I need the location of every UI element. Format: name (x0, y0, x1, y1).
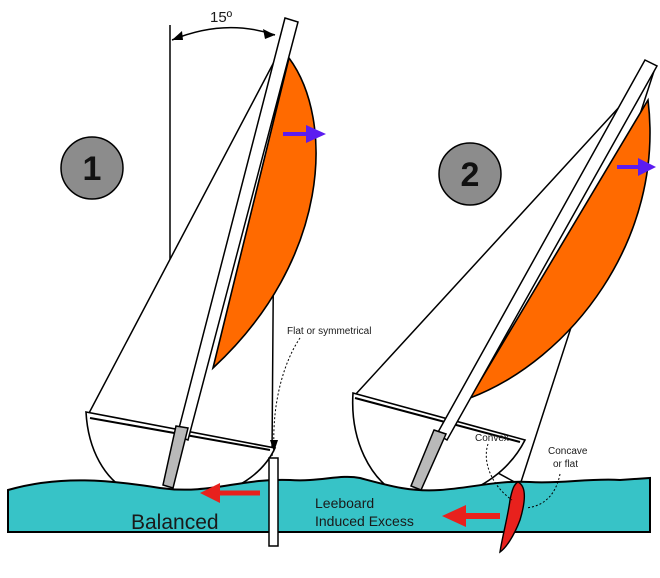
convex-callout-leader (485, 443, 513, 501)
boat-2-mast (435, 59, 659, 442)
boat-2-boom (354, 397, 521, 443)
angle-arc (171, 26, 276, 41)
boat-1-centerboard (162, 425, 189, 489)
leeboard-caption-line-1: Leeboard (315, 495, 374, 511)
boat-2-mainsail (468, 97, 651, 400)
balanced-caption: Balanced (131, 511, 219, 534)
boat-2-leeboard (499, 481, 525, 554)
leeboard-caption-line-2: Induced Excess (315, 513, 414, 529)
balanced-force-arrow (200, 483, 260, 503)
panel-1-badge: 1 (60, 136, 124, 200)
convex-annotation: Convex (475, 433, 509, 444)
flat-callout-leader (273, 337, 301, 449)
boat-1-mast (176, 17, 299, 441)
flat-callout-arrowhead (270, 440, 278, 452)
angle-arc-arrowhead-right (263, 29, 275, 39)
boat-1-leeboard (268, 457, 279, 547)
boat-1-sail-force-arrow (283, 125, 326, 143)
boat-2 (351, 59, 659, 496)
concave-annotation-line-2: or flat (553, 459, 578, 470)
boat-2-sail-force-arrow (617, 158, 656, 176)
excess-force-arrow (442, 505, 500, 527)
angle-arc-arrowhead-left (172, 31, 183, 40)
angle-label: 15º (210, 9, 233, 26)
panel-2-badge: 2 (438, 142, 502, 206)
panel-2-number: 2 (461, 156, 480, 194)
concave-annotation-line-1: Concave (548, 446, 588, 457)
flat-annotation: Flat or symmetrical (287, 326, 371, 337)
panel-1-number: 1 (83, 150, 102, 188)
boat-1 (85, 17, 317, 493)
concave-callout-leader (525, 473, 561, 509)
